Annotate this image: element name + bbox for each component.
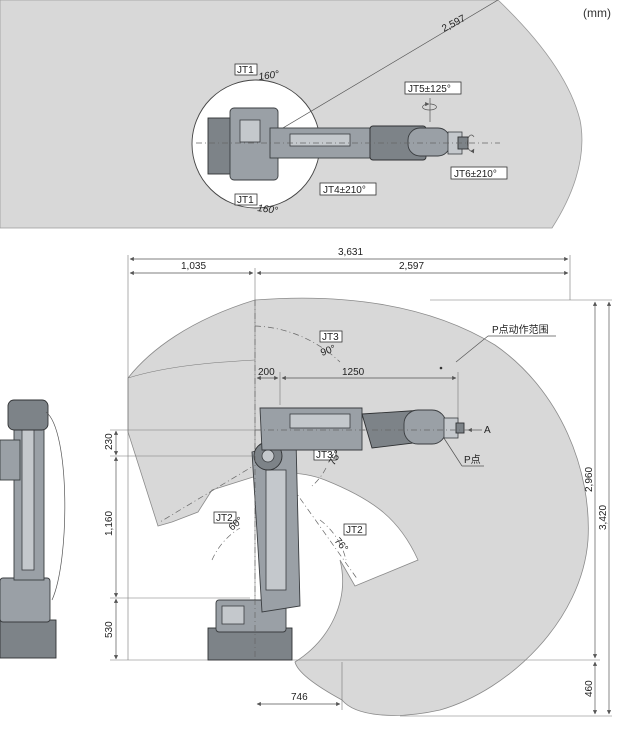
jt3-top-angle: 90° [319, 343, 337, 359]
back-view-robot-partial [0, 399, 66, 659]
jt6-label-box [450, 166, 508, 180]
envelope-marker-dot [439, 366, 443, 370]
jt1-top-label-box [234, 63, 258, 76]
jt6-rotation-arrow [467, 134, 475, 154]
jt2-left-label-box [213, 511, 237, 524]
jt3-lower-arc [311, 467, 327, 487]
dim-460: 460 [584, 680, 595, 697]
back-view-cable [45, 411, 66, 601]
jt1-bottom-label: JT1 [237, 195, 254, 206]
jt1-bottom-angle: 160° [257, 203, 279, 217]
dim-2960: 2,960 [584, 467, 595, 492]
dim-2597: 2,597 [399, 261, 424, 272]
p-point-work-envelope [127, 297, 589, 716]
p-point-label: P点 [464, 454, 481, 466]
jt2-rear-ray [159, 455, 271, 523]
envelope-leader [455, 335, 489, 363]
jt2-left-label: JT2 [216, 513, 233, 524]
side-view: 3,631 1,035 2,597 200 1250 230 1,160 530… [104, 247, 612, 717]
dim-3420: 3,420 [598, 505, 609, 530]
jt3-top-label: JT3 [322, 332, 339, 343]
jt3-upper-arc [254, 325, 341, 363]
jt1-bottom-label-box [234, 193, 258, 206]
envelope-inner-edge [127, 359, 256, 379]
dim-1160: 1,160 [104, 511, 115, 536]
jt4-label-box [319, 182, 377, 196]
jt4-label: JT4±210° [323, 185, 366, 196]
dim-3631: 3,631 [338, 247, 363, 258]
jt2-right-angle: 76° [332, 536, 350, 555]
dim-1250: 1250 [342, 367, 365, 378]
jt6-label: JT6±210° [454, 169, 497, 180]
jt5-label: JT5±125° [408, 84, 451, 95]
jt1-top-angle: 160° [258, 69, 280, 83]
dim-530: 530 [104, 621, 115, 638]
jt3-mid-label: JT3 [316, 450, 333, 461]
jt2-front-arc [319, 519, 347, 561]
jt2-right-label: JT2 [346, 525, 363, 536]
jt2-right-label-box [343, 523, 367, 536]
reach-radius-line [255, 0, 499, 145]
jt1-top-label: JT1 [237, 65, 254, 76]
jt2-front-ray [269, 455, 359, 581]
robot-top-silhouette [207, 107, 469, 181]
view-a-label: A [484, 425, 491, 436]
dim-230: 230 [104, 433, 115, 450]
jt5-label-box [404, 81, 462, 95]
dim-200: 200 [258, 367, 275, 378]
unit-label: (mm) [583, 6, 611, 20]
jt5-rotation-arrow [422, 102, 437, 111]
dim-1035: 1,035 [181, 261, 206, 272]
jt2-rear-arc [211, 527, 241, 561]
dim-746: 746 [291, 692, 308, 703]
jt3-top-label-box [319, 330, 343, 343]
work-envelope-label: P点动作范围 [492, 323, 549, 336]
top-view: 2,597 JT1 160° JT1 160° JT5±125° JT4±210… [0, 0, 632, 229]
robot-side-silhouette [207, 407, 465, 661]
